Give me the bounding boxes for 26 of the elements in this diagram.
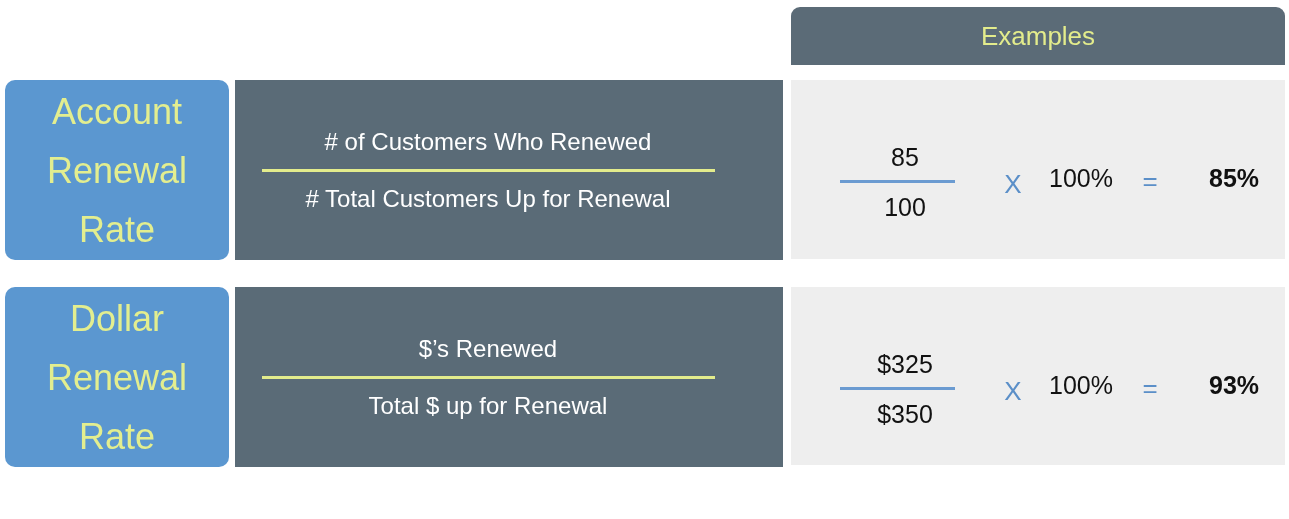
section-header-bar (791, 7, 1285, 65)
multiply-sign: X (1004, 376, 1022, 406)
percent-value: 100% (1049, 370, 1113, 400)
numerator-text: 85 (891, 142, 919, 172)
section-heading: Examples (980, 20, 1096, 52)
denominator-text: # Total Customers Up for Renewal (305, 183, 671, 214)
example-panel (791, 80, 1285, 259)
denominator-text: 100 (884, 192, 926, 222)
metric-name-box (5, 80, 229, 260)
equals-sign: = (1142, 166, 1158, 196)
numerator-text: # of Customers Who Renewed (324, 126, 652, 157)
multiply-sign: X (1004, 169, 1022, 199)
numerator-text: $’s Renewed (418, 333, 558, 364)
metric-name-box (5, 287, 229, 467)
formula-panel (235, 287, 783, 467)
result-value: 93% (1209, 370, 1259, 400)
numerator-text: $325 (877, 349, 933, 379)
metric-name: Account Renewal Rate (45, 89, 189, 252)
formula-panel (235, 80, 783, 260)
denominator-text: Total $ up for Renewal (368, 390, 608, 421)
equals-sign: = (1142, 373, 1158, 403)
denominator-text: $350 (877, 399, 933, 429)
metric-name: Dollar Renewal Rate (45, 296, 189, 459)
result-value: 85% (1209, 163, 1259, 193)
example-panel (791, 287, 1285, 465)
percent-value: 100% (1049, 163, 1113, 193)
